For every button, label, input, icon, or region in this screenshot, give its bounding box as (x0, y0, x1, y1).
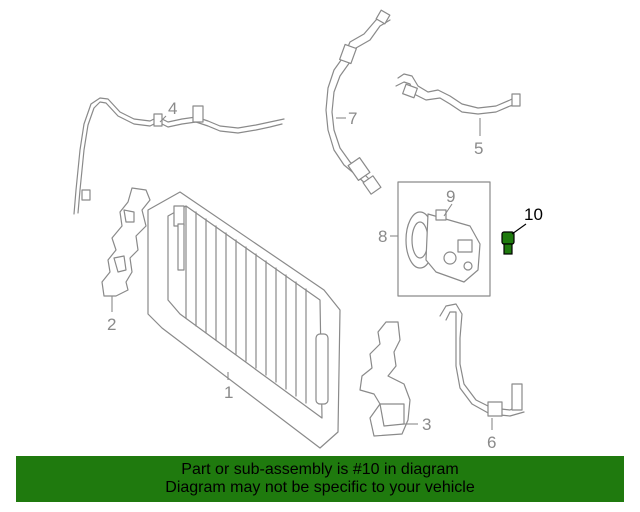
part-8-compressor-box[interactable] (397, 181, 491, 297)
part-6-hose[interactable] (439, 303, 525, 417)
part-2-bracket[interactable] (101, 187, 151, 297)
part-1-condenser[interactable] (147, 191, 341, 449)
callout-2: 2 (107, 315, 116, 334)
banner-line-1: Part or sub-assembly is #10 in diagram (181, 461, 459, 478)
callout-1: 1 (224, 383, 233, 402)
leader-10 (511, 223, 527, 235)
part-3-bracket[interactable] (359, 321, 411, 437)
leader-9 (443, 203, 453, 217)
callout-5: 5 (474, 139, 483, 158)
part-5-hose[interactable] (395, 73, 521, 115)
parts-diagram: 1 2 3 4 5 6 7 8 9 10 (73, 9, 543, 452)
info-banner: Part or sub-assembly is #10 in diagram D… (16, 456, 624, 502)
leader-4 (159, 115, 167, 123)
callout-6: 6 (487, 433, 496, 452)
part-9-compressor[interactable] (405, 209, 481, 283)
callout-4: 4 (168, 99, 177, 118)
callout-7: 7 (348, 109, 357, 128)
part-10-bolt[interactable] (501, 231, 515, 255)
callout-10: 10 (524, 205, 543, 224)
callout-9: 9 (446, 187, 455, 206)
banner-line-2: Diagram may not be specific to your vehi… (165, 479, 475, 496)
callout-8: 8 (378, 227, 387, 246)
callout-3: 3 (422, 415, 431, 434)
part-7-hose[interactable] (325, 9, 391, 195)
part-4-pipe[interactable] (73, 97, 285, 215)
